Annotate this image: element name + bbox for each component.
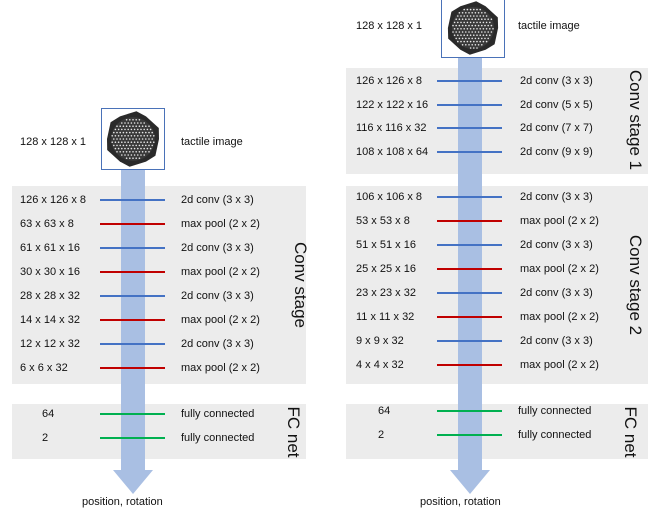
layer-op-label: fully connected [181,432,255,444]
layer-size-label: 12 x 12 x 32 [20,338,80,350]
layer-size-label: 122 x 122 x 16 [356,98,429,111]
conv-layer-line [100,199,165,201]
conv-layer-line [100,247,165,249]
layer-op-label: 2d conv (9 x 9) [520,145,593,158]
conv-layer-line [100,295,165,297]
pool-layer-line [100,367,165,369]
conv-stage-panel [12,186,306,384]
layer-size-label: 116 x 116 x 32 [356,122,427,135]
layer-size-label: 51 x 51 x 16 [356,239,416,251]
output-label-right: position, rotation [420,496,501,508]
layer-op-label: 2d conv (3 x 3) [520,287,593,299]
conv-layer-line [437,244,502,246]
layer-size-label: 2 [378,429,385,441]
output-label: position, rotation [82,496,163,508]
tactile-image-right [441,0,505,58]
tactile-image [101,108,165,170]
layer-op-label: fully connected [181,408,255,420]
conv-layer-line [437,127,502,130]
fc-layer-line [100,413,165,415]
layer-size-label: 63 x 63 x 8 [20,218,74,230]
conv-stage-title: Conv stage [291,242,310,328]
flow-arrow-right [450,40,490,494]
layer-op-label: max pool (2 x 2) [520,215,599,227]
pool-layer-line [437,220,502,222]
conv-layer-line [437,340,502,342]
layer-op-label: 2d conv (3 x 3) [181,242,254,254]
layer-op-label: 2d conv (3 x 3) [181,290,254,302]
fc-layer-line [437,410,502,412]
layer-op-label: fully connected [518,405,592,417]
layer-size-label: 64 [42,408,55,420]
layer-op-label: 2d conv (3 x 3) [181,194,254,206]
input-size-label: 128 x 128 x 1 [20,136,87,148]
layer-size-label: 2 [42,432,49,444]
conv-layer-line [437,150,502,153]
layer-op-label: max pool (2 x 2) [520,359,599,371]
layer-size-label: 53 x 53 x 8 [356,215,410,227]
layer-op-label: 2d conv (3 x 3) [520,75,593,87]
layer-size-label: 126 x 126 x 8 [356,75,423,87]
layer-op-label: max pool (2 x 2) [181,362,260,374]
conv-layer-line [437,196,502,198]
layer-op-label: 2d conv (3 x 3) [520,335,593,347]
layer-size-label: 64 [378,405,391,417]
conv-stage1-title: Conv stage 1 [626,69,645,171]
layer-size-label: 30 x 30 x 16 [20,266,80,278]
layer-op-label: 2d conv (3 x 3) [181,338,254,350]
pool-layer-line [100,319,165,321]
conv-stage1-panel [346,68,648,174]
fc-net-panel-right [346,404,648,459]
fc-layer-line [437,434,502,436]
tactile-sensor-icon [107,111,159,167]
layer-size-label: 126 x 126 x 8 [20,194,87,206]
layer-op-label: 2d conv (3 x 3) [520,191,593,203]
conv-layer-line [437,103,502,106]
input-type-label-right: tactile image [518,20,580,32]
layer-op-label: max pool (2 x 2) [181,314,260,326]
layer-op-label: 2d conv (5 x 5) [520,98,593,111]
layer-size-label: 61 x 61 x 16 [20,242,80,254]
pool-layer-line [100,223,165,225]
layer-size-label: 28 x 28 x 32 [20,290,80,302]
layer-size-label: 4 x 4 x 32 [356,359,404,371]
layer-size-label: 108 x 108 x 64 [356,145,429,158]
layer-op-label: max pool (2 x 2) [181,218,260,230]
layer-size-label: 6 x 6 x 32 [20,362,68,374]
flow-arrow [113,150,153,494]
fc-layer-line [100,437,165,439]
layer-size-label: 25 x 25 x 16 [356,263,416,275]
conv-layer-line [437,292,502,294]
layer-op-label: 2d conv (7 x 7) [520,122,593,135]
fc-net-title: FC net [284,406,303,458]
conv-layer-line [100,343,165,345]
conv-layer-line [437,80,502,82]
layer-size-label: 9 x 9 x 32 [356,335,404,347]
layer-op-label: max pool (2 x 2) [181,266,260,278]
layer-op-label: max pool (2 x 2) [520,263,599,275]
layer-size-label: 14 x 14 x 32 [20,314,80,326]
layer-size-label: 11 x 11 x 32 [356,311,415,323]
pool-layer-line [437,364,502,366]
tactile-sensor-icon [447,1,499,55]
layer-op-label: max pool (2 x 2) [520,311,599,323]
conv-stage2-panel [346,186,648,384]
layer-op-label: fully connected [518,429,592,441]
fc-net-title-right: FC net [621,406,640,458]
layer-op-label: 2d conv (3 x 3) [520,239,593,251]
input-type-label: tactile image [181,136,243,148]
input-size-label-right: 128 x 128 x 1 [356,20,423,32]
pool-layer-line [437,316,502,318]
pool-layer-line [100,271,165,273]
pool-layer-line [437,268,502,270]
layer-size-label: 106 x 106 x 8 [356,191,423,203]
conv-stage2-title: Conv stage 2 [626,234,645,336]
layer-size-label: 23 x 23 x 32 [356,287,416,299]
